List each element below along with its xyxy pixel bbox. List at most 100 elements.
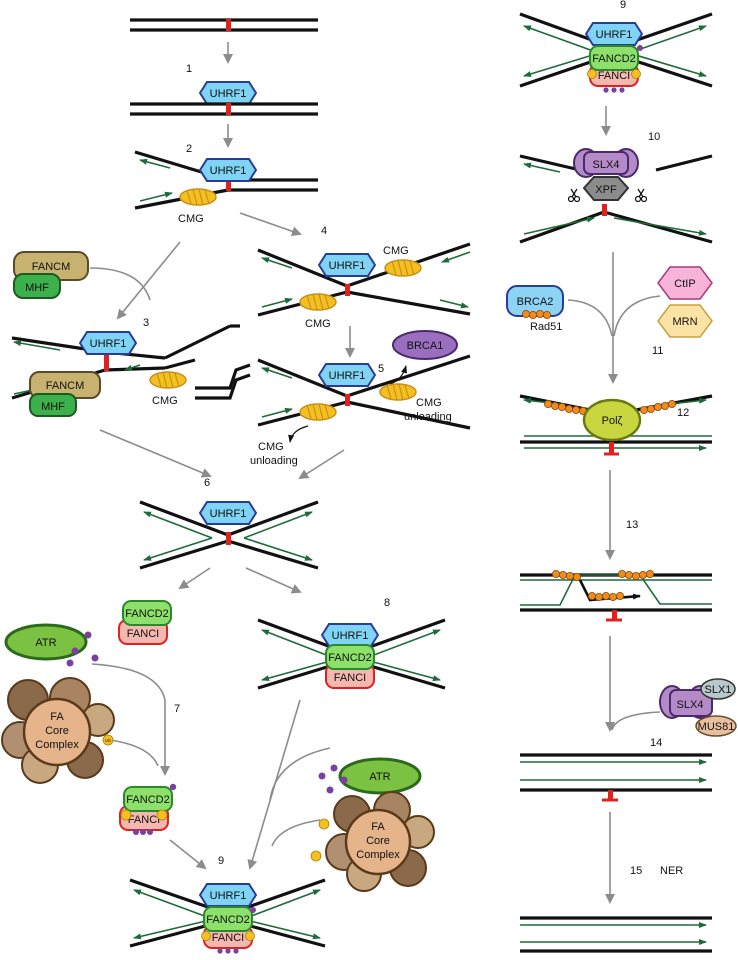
- fanci-label: FANCI: [127, 628, 159, 640]
- uhrf1-label: UHRF1: [329, 260, 366, 272]
- arrow-icon: [298, 449, 345, 480]
- uhrf1-label: UHRF1: [210, 88, 247, 100]
- step-6-x-structure: UHRF1: [139, 500, 319, 570]
- fancm-label: FANCM: [46, 380, 85, 392]
- fancd2-label: FANCD2: [125, 608, 168, 620]
- dna-duplex-initial: [130, 18, 318, 32]
- arrow-icon: [91, 663, 170, 776]
- cmg-unloading-label: CMG: [258, 441, 284, 453]
- fanci-label: FANCI: [334, 672, 366, 684]
- polz-polymerase: Polζ: [582, 398, 642, 442]
- cmg-helicase: [179, 188, 217, 206]
- uhrf1-label: UHRF1: [90, 338, 127, 350]
- cmg-label: CMG: [152, 395, 178, 407]
- ctip-protein: CtIP: [657, 266, 713, 300]
- slx4-label: SLX4: [677, 699, 704, 711]
- step-13-number: 13: [626, 519, 638, 531]
- fancd2-label: FANCD2: [206, 914, 249, 926]
- fa-core-complex: FA Core Complex: [325, 791, 435, 892]
- xpf-protein: XPF: [582, 176, 630, 201]
- uhrf1-label: UHRF1: [210, 890, 247, 902]
- fancd2-fanci-complex: FANCI FANCD2: [118, 600, 172, 645]
- arrow-icon: [245, 567, 302, 594]
- arrow-icon: [116, 241, 181, 320]
- step-6-number: 6: [204, 477, 210, 489]
- brca2-rad51: BRCA2 Rad51: [506, 285, 564, 333]
- uhrf1-label: UHRF1: [332, 630, 369, 642]
- arrow-icon: [613, 295, 661, 337]
- step-1-uhrf1-binding: UHRF1: [130, 81, 318, 116]
- step-9-activated-id2-complex-top: UHRF1 FANCI FANCD2: [519, 12, 713, 93]
- mrn-complex: MRN: [657, 304, 713, 338]
- arrow-icon: [271, 819, 321, 847]
- step-15-number: 15: [630, 865, 642, 877]
- step-13-strand-invasion: [520, 570, 712, 622]
- ub-label: Ub: [105, 738, 111, 743]
- fa-core-label: Complex: [35, 739, 79, 751]
- fa-core-label: FA: [50, 711, 64, 723]
- slx4-protein: SLX4: [573, 148, 639, 178]
- fa-core-label: FA: [371, 821, 385, 833]
- step-9-activated-id2-complex: UHRF1 FANCI FANCD2: [129, 878, 326, 954]
- brca2-label: BRCA2: [517, 296, 554, 308]
- cmg-label: CMG: [178, 213, 204, 225]
- arrow-icon: [99, 429, 212, 478]
- ner-label: NER: [660, 865, 683, 877]
- step-4-stalled-forks: UHRF1 CMG CMG: [257, 242, 471, 330]
- step-10-number: 10: [648, 131, 660, 143]
- slx1-label: SLX1: [705, 684, 732, 696]
- step-3-fancm-traverse: UHRF1 FANCM MHF CMG: [11, 324, 251, 417]
- step-14-resolved-duplexes: [520, 753, 712, 802]
- xpf-label: XPF: [595, 184, 617, 196]
- arrow-icon: [239, 212, 302, 237]
- step-5-cmg-unloading: UHRF1 CMG unloading CMG unloading: [250, 354, 471, 467]
- arrow-icon: [178, 567, 211, 590]
- mhf-label: MHF: [25, 282, 49, 294]
- phosphate-icon: [66, 631, 99, 667]
- scissors-icon: [635, 188, 647, 202]
- step-3-number: 3: [143, 317, 149, 329]
- arrow-icon: [169, 839, 207, 870]
- step-15-repaired-duplexes: [520, 916, 712, 953]
- arrow-icon: [109, 739, 159, 767]
- ctip-label: CtIP: [674, 278, 695, 290]
- step-4-number: 4: [321, 225, 327, 237]
- uhrf1-label: UHRF1: [329, 370, 366, 382]
- fa-core-complex: FA Core Complex: [1, 677, 115, 784]
- atr-label: ATR: [369, 771, 390, 783]
- fancd2-label: FANCD2: [592, 53, 635, 65]
- ubiquitin-icon: Ub: [102, 734, 114, 746]
- slx4-slx1-mus81-complex: SLX4 SLX1 MUS81: [659, 678, 737, 737]
- scissors-icon: [568, 188, 580, 202]
- cmg-label: CMG: [305, 318, 331, 330]
- polz-label: Polζ: [602, 415, 623, 427]
- atr-kinase: ATR: [338, 757, 422, 795]
- step-8-number: 8: [384, 597, 390, 609]
- step-10-incision: SLX4 XPF: [519, 148, 713, 244]
- step-7-number: 7: [174, 703, 180, 715]
- step-9-number: 9: [620, 0, 626, 11]
- uhrf1-label: UHRF1: [210, 165, 247, 177]
- fa-core-label: Complex: [356, 849, 400, 861]
- step-2-number: 2: [186, 143, 192, 155]
- arrow-icon: [269, 747, 331, 801]
- arrow-icon: [611, 711, 661, 731]
- arrow-icon: [89, 267, 151, 301]
- step-5-number: 5: [378, 363, 384, 375]
- fancd2-label: FANCD2: [328, 652, 371, 664]
- cmg-unloading-label: unloading: [250, 455, 298, 467]
- fa-core-label: Core: [45, 725, 69, 737]
- uhrf1-label: UHRF1: [210, 508, 247, 520]
- fancd2-label: FANCD2: [126, 794, 169, 806]
- step-14-number: 14: [650, 737, 662, 749]
- cmg-unloading-label: CMG: [416, 397, 442, 409]
- fanci-label: FANCI: [598, 70, 630, 82]
- step-2-fork-convergence: UHRF1 CMG: [134, 150, 318, 225]
- cmg-unloading-label: unloading: [404, 411, 452, 423]
- activated-fancd2-fanci: FANCI FANCD2: [119, 783, 177, 835]
- fancm-mhf-complex: FANCM MHF: [13, 251, 89, 299]
- mrn-label: MRN: [672, 316, 697, 328]
- step-1-number: 1: [186, 63, 192, 75]
- atr-kinase: ATR: [4, 623, 88, 661]
